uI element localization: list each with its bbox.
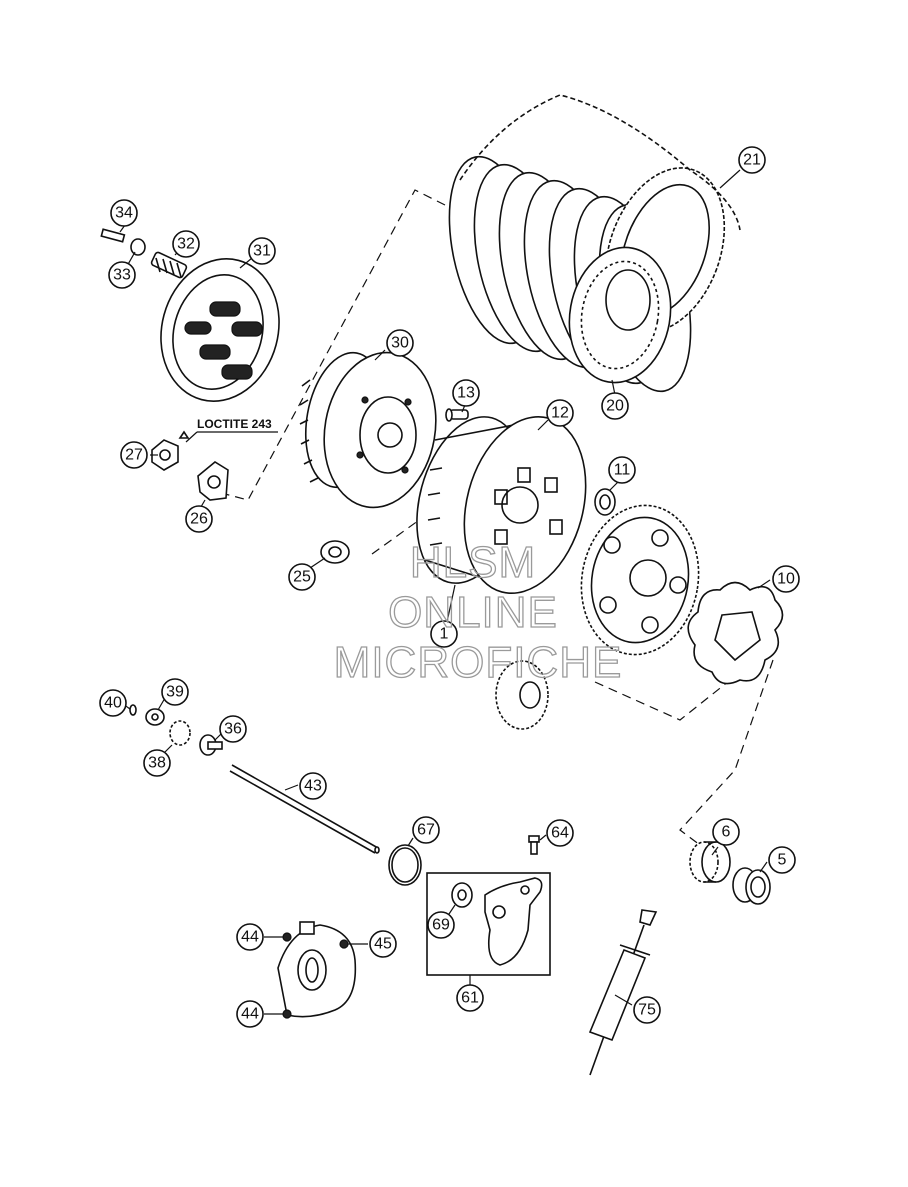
svg-text:67: 67 bbox=[417, 822, 435, 839]
callout-21[interactable]: 21 bbox=[738, 146, 766, 174]
callout-44-bottom[interactable]: 44 bbox=[236, 1000, 264, 1028]
svg-text:44: 44 bbox=[241, 1006, 259, 1023]
svg-text:69: 69 bbox=[432, 917, 450, 934]
bearing-and-bushing bbox=[689, 841, 771, 905]
callout-44-top[interactable]: 44 bbox=[236, 923, 264, 951]
svg-text:39: 39 bbox=[166, 684, 184, 701]
svg-text:5: 5 bbox=[778, 852, 787, 869]
inner-clutch-hub bbox=[299, 351, 437, 509]
svg-text:36: 36 bbox=[224, 721, 242, 738]
callout-69[interactable]: 69 bbox=[427, 911, 455, 939]
loctite-note: LOCTITE 243 bbox=[185, 417, 278, 443]
spring-bolt-washer bbox=[100, 228, 188, 279]
clutch-plate-stack bbox=[448, 94, 741, 393]
svg-text:26: 26 bbox=[190, 511, 208, 528]
callout-25[interactable]: 25 bbox=[288, 563, 316, 591]
push-rod-parts bbox=[129, 704, 380, 854]
callout-30[interactable]: 30 bbox=[386, 329, 414, 357]
callout-40[interactable]: 40 bbox=[99, 689, 127, 717]
callout-27[interactable]: 27 bbox=[120, 441, 148, 469]
pressure-plate bbox=[160, 258, 280, 402]
callout-1[interactable]: 1 bbox=[430, 620, 458, 648]
pin-and-washer bbox=[320, 408, 469, 564]
svg-text:43: 43 bbox=[304, 778, 322, 795]
nut-and-washer bbox=[151, 430, 229, 501]
callout-75[interactable]: 75 bbox=[633, 996, 661, 1024]
svg-text:30: 30 bbox=[391, 335, 409, 352]
svg-text:34: 34 bbox=[115, 205, 133, 222]
callout-43[interactable]: 43 bbox=[299, 772, 327, 800]
watermark-line-1: HLSM bbox=[410, 538, 536, 587]
watermark-line-2: ONLINE bbox=[388, 588, 558, 637]
svg-text:1: 1 bbox=[440, 626, 449, 643]
svg-text:45: 45 bbox=[374, 936, 392, 953]
svg-text:33: 33 bbox=[113, 267, 131, 284]
callout-61[interactable]: 61 bbox=[456, 984, 484, 1012]
svg-text:13: 13 bbox=[457, 385, 475, 402]
svg-text:31: 31 bbox=[253, 243, 271, 260]
svg-text:40: 40 bbox=[104, 695, 122, 712]
svg-text:27: 27 bbox=[125, 447, 143, 464]
svg-text:25: 25 bbox=[293, 569, 311, 586]
callout-20[interactable]: 20 bbox=[601, 392, 629, 420]
svg-text:12: 12 bbox=[551, 405, 569, 422]
callout-6[interactable]: 6 bbox=[712, 818, 740, 846]
callout-badges: 21 20 34 33 32 31 30 13 12 11 27 26 25 1… bbox=[99, 146, 800, 1028]
callout-32[interactable]: 32 bbox=[172, 230, 200, 258]
svg-text:10: 10 bbox=[777, 571, 795, 588]
clutch-basket bbox=[416, 415, 587, 595]
callout-67[interactable]: 67 bbox=[412, 816, 440, 844]
watermark-line-3: MICROFICHE bbox=[334, 638, 623, 687]
svg-text:38: 38 bbox=[148, 755, 166, 772]
watermark: HLSM ONLINE MICROFICHE bbox=[333, 537, 623, 687]
svg-text:6: 6 bbox=[722, 824, 731, 841]
callout-26[interactable]: 26 bbox=[185, 505, 213, 533]
svg-text:32: 32 bbox=[177, 236, 195, 253]
callout-38[interactable]: 38 bbox=[143, 749, 171, 777]
svg-text:20: 20 bbox=[606, 398, 624, 415]
svg-text:64: 64 bbox=[551, 825, 569, 842]
svg-text:21: 21 bbox=[743, 152, 761, 169]
callout-13[interactable]: 13 bbox=[452, 379, 480, 407]
svg-text:61: 61 bbox=[461, 990, 479, 1007]
clutch-cover-parts bbox=[277, 921, 357, 1019]
damper-plate bbox=[687, 581, 784, 685]
callout-33[interactable]: 33 bbox=[108, 261, 136, 289]
kit-box bbox=[426, 872, 551, 976]
callout-45[interactable]: 45 bbox=[369, 930, 397, 958]
callout-12[interactable]: 12 bbox=[546, 399, 574, 427]
slave-cylinder-parts bbox=[388, 835, 551, 976]
grease-syringe bbox=[588, 909, 658, 1076]
callout-34[interactable]: 34 bbox=[110, 199, 138, 227]
thrust-washer bbox=[594, 488, 616, 516]
callout-31[interactable]: 31 bbox=[248, 237, 276, 265]
callout-11[interactable]: 11 bbox=[608, 456, 636, 484]
svg-text:75: 75 bbox=[638, 1002, 656, 1019]
callout-64[interactable]: 64 bbox=[546, 819, 574, 847]
svg-text:11: 11 bbox=[614, 462, 631, 479]
loctite-label: LOCTITE 243 bbox=[197, 417, 272, 431]
callout-36[interactable]: 36 bbox=[219, 715, 247, 743]
primary-gear bbox=[495, 504, 700, 730]
callout-5[interactable]: 5 bbox=[768, 846, 796, 874]
svg-text:44: 44 bbox=[241, 929, 259, 946]
callout-10[interactable]: 10 bbox=[772, 565, 800, 593]
callout-39[interactable]: 39 bbox=[161, 678, 189, 706]
